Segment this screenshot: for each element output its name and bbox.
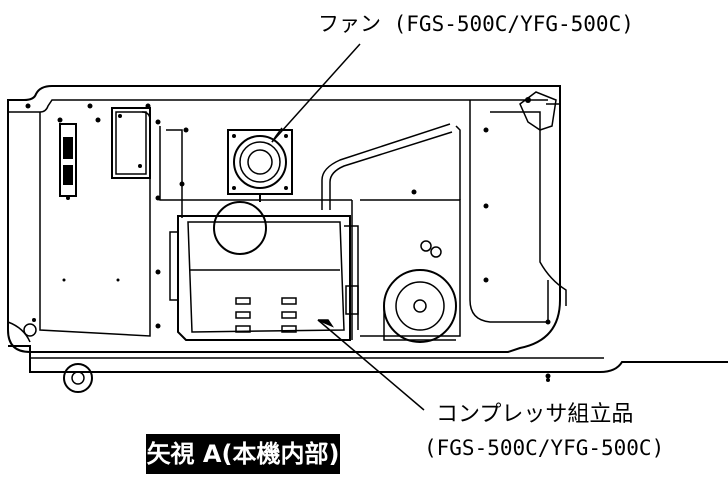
inner-frame	[159, 125, 461, 340]
fan-unit	[227, 129, 293, 202]
compressor-model-label: (FGS-500C/YFG-500C)	[424, 436, 665, 460]
compressor-callout-label: コンプレッサ組立品	[436, 402, 634, 427]
compressor-assembly	[169, 201, 359, 341]
switch-panel	[59, 123, 77, 200]
view-title-badge: 矢視 A(本機内部)	[146, 434, 340, 474]
tube	[321, 123, 453, 210]
caster-wheel	[23, 318, 550, 393]
hinge	[519, 91, 560, 131]
control-plate	[111, 107, 151, 179]
roller-assembly	[383, 240, 457, 343]
leader-lines	[271, 43, 425, 411]
screw-dots	[25, 103, 551, 379]
fan-callout-label: ファン (FGS-500C/YFG-500C)	[318, 12, 634, 36]
